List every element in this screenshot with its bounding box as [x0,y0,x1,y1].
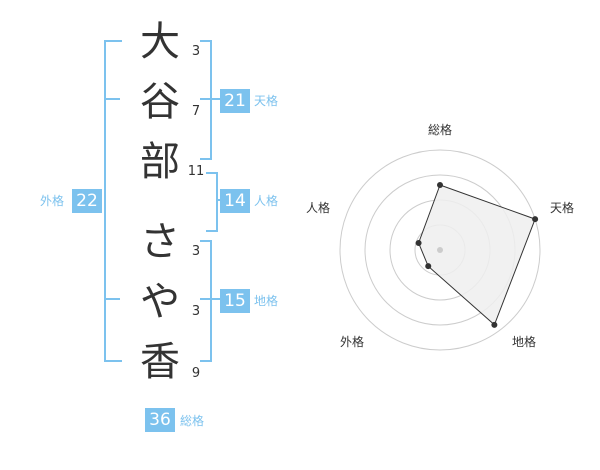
name-char: や [140,279,180,325]
stroke-count: 3 [191,304,201,319]
soukaku-label: 総格 [180,414,205,428]
radar-axis-label: 外格 [340,334,364,349]
radar-point [491,321,498,328]
gaikaku-bracket [104,40,122,362]
radar-center [437,247,443,253]
jinkaku-score: 14 [220,189,250,213]
jinkaku-label: 人格 [254,194,279,208]
chikaku-bracket [200,240,212,362]
stroke-count: 7 [191,104,201,119]
radar-polygon [418,184,536,326]
stroke-count: 11 [187,164,205,179]
radar-point [532,216,539,223]
chikaku-label: 地格 [254,294,279,308]
radar-axis-label: 地格 [512,334,536,349]
soukaku-score: 36 [145,408,175,432]
connector-line [210,298,220,300]
radar-point [437,182,443,188]
bracket-tick [200,98,210,100]
jinkaku-bracket [206,172,218,232]
bracket-tick [104,298,120,300]
gaikaku-score: 22 [72,189,102,213]
name-char: 大 [140,19,180,65]
name-char: さ [140,219,180,265]
stroke-count: 3 [191,244,201,259]
bracket-tick [104,98,120,100]
tenkaku-score: 21 [220,89,250,113]
name-char: 香 [140,339,180,385]
tenkaku-bracket [200,40,212,160]
tenkaku-label: 天格 [254,94,279,108]
radar-ring [339,149,541,351]
bracket-tick [200,298,210,300]
connector-line [216,199,222,201]
radar-axis-label: 人格 [306,200,330,215]
name-char: 谷 [140,79,180,125]
stroke-count: 3 [191,44,201,59]
chikaku-score: 15 [220,289,250,313]
radar-point [425,263,432,270]
gaikaku-label: 外格 [40,194,65,208]
stroke-count: 9 [191,366,201,381]
name-char: 部 [140,139,180,185]
radar-axis-label: 総格 [428,122,452,137]
radar-point [415,240,422,247]
radar-axis-label: 天格 [550,200,574,215]
connector-line [210,98,220,100]
